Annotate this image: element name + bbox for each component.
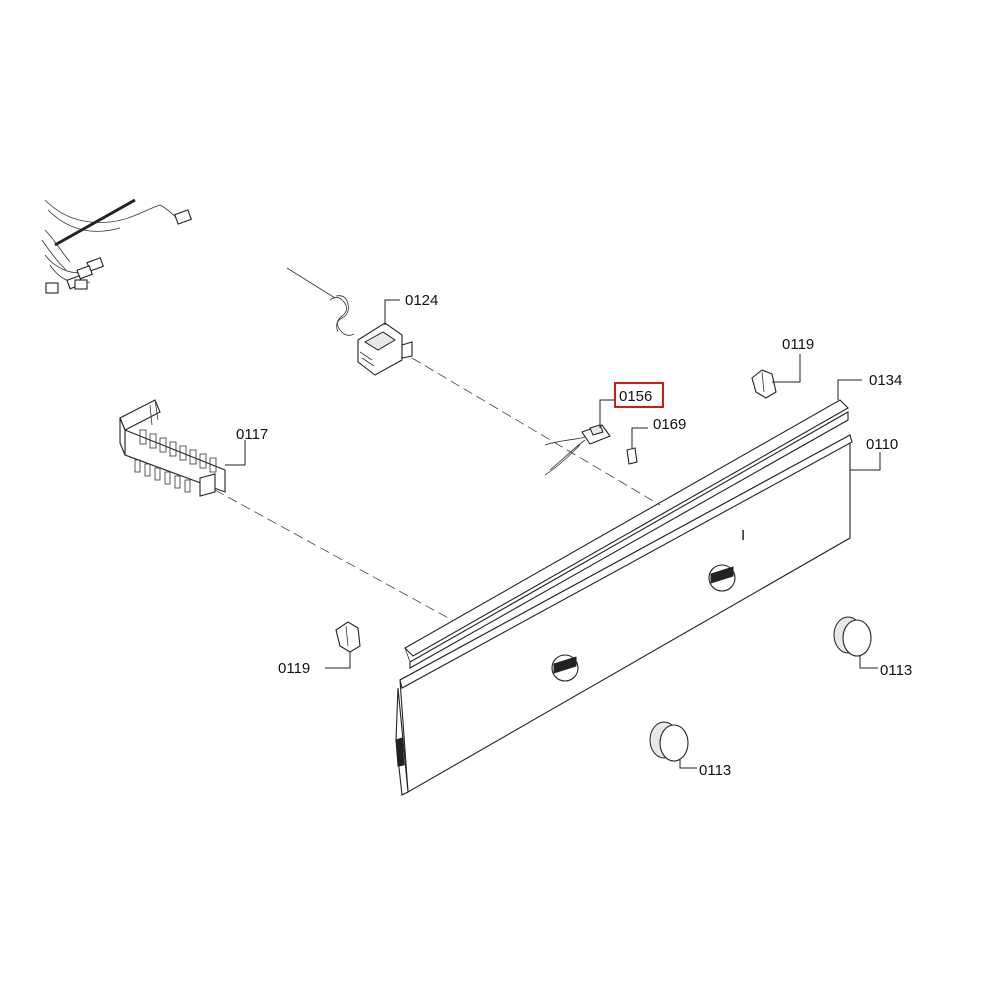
label-0110: 0110 — [866, 436, 898, 453]
control-panel-part — [395, 434, 853, 796]
panel-mark: I — [741, 527, 745, 544]
label-0134: 0134 — [869, 372, 902, 389]
label-0113-bottom: 0113 — [699, 762, 731, 779]
clip-part-left — [335, 621, 361, 653]
panel-knob-hole-left — [551, 654, 579, 682]
label-0119-left: 0119 — [278, 660, 310, 677]
knob-part-right — [833, 616, 872, 657]
assembly-line-selector — [214, 489, 453, 621]
panel-knob-hole-right — [708, 564, 736, 592]
label-0169: 0169 — [653, 416, 686, 433]
clip-part-top — [751, 369, 777, 399]
selector-switch-part — [119, 399, 226, 497]
seal-strip-part — [404, 399, 849, 669]
switch-with-wires-part — [544, 424, 611, 476]
label-0156: 0156 — [619, 388, 652, 405]
label-0117: 0117 — [236, 426, 268, 443]
assembly-line-thermostat — [411, 357, 661, 506]
wiring-harness — [41, 198, 192, 294]
label-0113-right: 0113 — [880, 662, 912, 679]
label-0119-top: 0119 — [782, 336, 814, 353]
highlight-box-0156 — [614, 382, 664, 408]
knob-part-bottom — [649, 721, 689, 762]
label-0124: 0124 — [405, 292, 438, 309]
thermostat-part — [286, 267, 413, 376]
small-clip-part — [626, 447, 638, 465]
